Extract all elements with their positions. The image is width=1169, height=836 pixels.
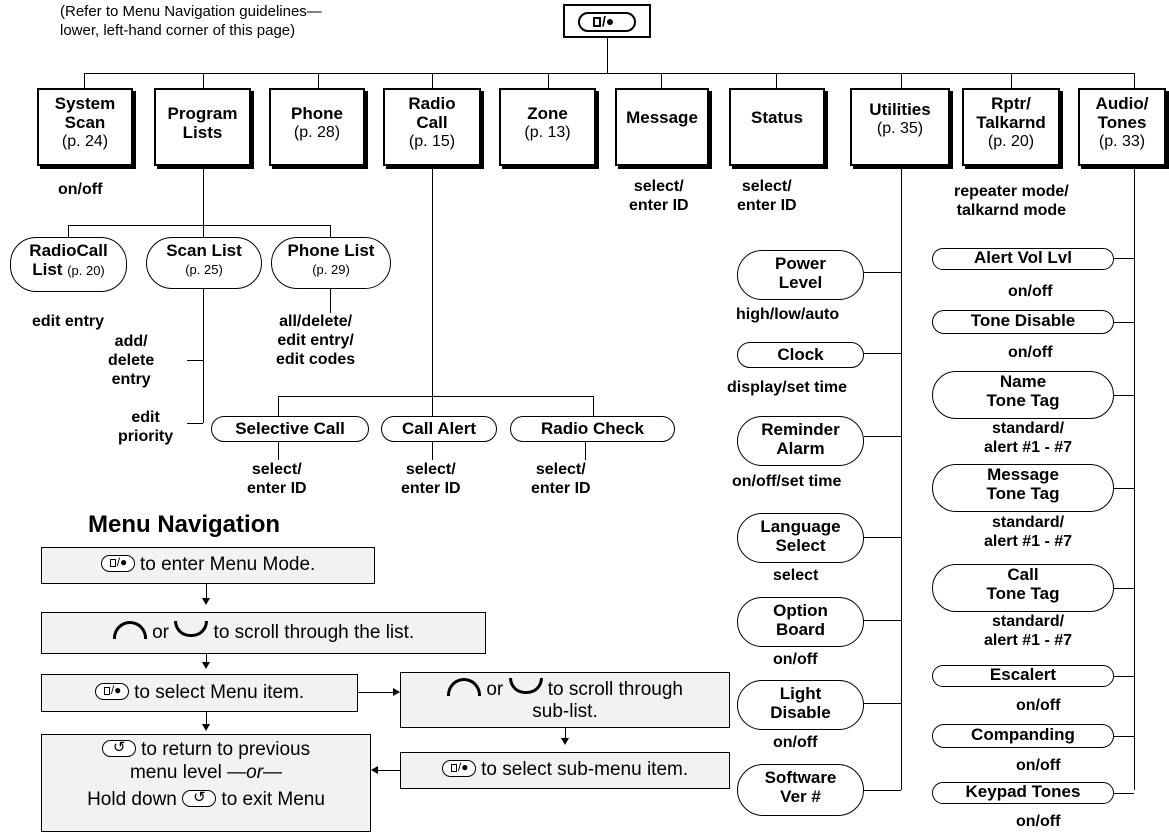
audio-escalert[interactable]: Escalert	[932, 665, 1114, 687]
tone-disable-option: on/off	[1008, 344, 1053, 361]
language-option: select	[773, 567, 819, 584]
light-disable-option: on/off	[773, 734, 818, 751]
connector	[607, 38, 608, 73]
system-scan-option: on/off	[58, 181, 103, 198]
nav-step-select-item: to select Menu item.	[41, 674, 358, 712]
home-key-icon	[182, 788, 217, 807]
nav-step-scroll-sublist: or to scroll through sub-list.	[400, 672, 730, 728]
radiocall-list[interactable]: RadioCall List (p. 20)	[10, 237, 127, 292]
selective-call[interactable]: Selective Call	[211, 416, 369, 442]
audio-alert-vol-lvl[interactable]: Alert Vol Lvl	[932, 248, 1114, 270]
call-alert-option: select/enter ID	[401, 461, 461, 497]
radio-check-option: select/enter ID	[531, 461, 591, 497]
menu-utilities[interactable]: Utilities(p. 35)	[850, 88, 950, 166]
nav-step-return: to return to previous menu level —or— Ho…	[41, 734, 371, 832]
menu-phone[interactable]: Phone(p. 28)	[269, 88, 365, 166]
reference-note: (Refer to Menu Navigation guidelines— lo…	[60, 3, 322, 39]
nav-step-select-subitem: to select sub-menu item.	[400, 752, 730, 789]
option-board-option: on/off	[773, 651, 818, 668]
selective-call-option: select/enter ID	[247, 461, 307, 497]
home-key-icon	[101, 738, 136, 757]
status-option: select/enter ID	[737, 178, 797, 214]
menu-status[interactable]: Status	[729, 88, 825, 166]
nav-step-scroll: or to scroll through the list.	[41, 612, 486, 654]
menu-zone[interactable]: Zone(p. 13)	[499, 88, 596, 166]
menu-key-icon	[100, 554, 135, 572]
menu-message[interactable]: Message	[615, 88, 709, 166]
phone-list[interactable]: Phone List(p. 29)	[271, 237, 391, 289]
reminder-alarm-option: on/off/set time	[732, 473, 842, 490]
scan-list[interactable]: Scan List(p. 25)	[146, 237, 262, 289]
rptr-option: repeater mode/talkarnd mode	[954, 183, 1069, 219]
call-alert[interactable]: Call Alert	[381, 416, 497, 442]
name-tone-option: standard/alert #1 - #7	[984, 420, 1073, 456]
radio-check[interactable]: Radio Check	[510, 416, 675, 442]
audio-tone-disable[interactable]: Tone Disable	[932, 310, 1114, 334]
radiocall-list-option: edit entry	[32, 313, 105, 330]
down-arrow-icon	[174, 621, 209, 637]
clock-option: display/set time	[727, 379, 848, 396]
utility-clock[interactable]: Clock	[737, 342, 864, 368]
menu-navigation-title: Menu Navigation	[88, 511, 281, 538]
nav-step-enter-menu: to enter Menu Mode.	[41, 547, 375, 584]
call-tone-option: standard/alert #1 - #7	[984, 613, 1073, 649]
message-option: select/enter ID	[629, 178, 689, 214]
menu-key-icon	[441, 759, 476, 777]
power-level-option: high/low/auto	[736, 306, 840, 323]
message-tone-option: standard/alert #1 - #7	[984, 514, 1073, 550]
up-arrow-icon	[447, 678, 482, 696]
audio-keypad-tones[interactable]: Keypad Tones	[932, 782, 1114, 804]
audio-companding[interactable]: Companding	[932, 724, 1114, 748]
down-arrow-icon	[508, 678, 543, 694]
phone-list-option: all/delete/edit entry/edit codes	[276, 313, 356, 368]
menu-key-icon	[94, 682, 129, 700]
alert-vol-option: on/off	[1008, 283, 1053, 300]
escalert-option: on/off	[1016, 697, 1061, 714]
menu-key-button[interactable]: /●	[563, 4, 651, 38]
connector	[84, 73, 1134, 74]
up-arrow-icon	[112, 621, 147, 639]
keypad-tones-option: on/off	[1016, 813, 1061, 830]
menu-key-icon: /●	[578, 12, 636, 32]
menu-audio-tones[interactable]: Audio/Tones(p. 33)	[1078, 88, 1166, 166]
menu-rptr-talkarnd[interactable]: Rptr/Talkarnd(p. 20)	[962, 88, 1060, 166]
companding-option: on/off	[1016, 757, 1061, 774]
